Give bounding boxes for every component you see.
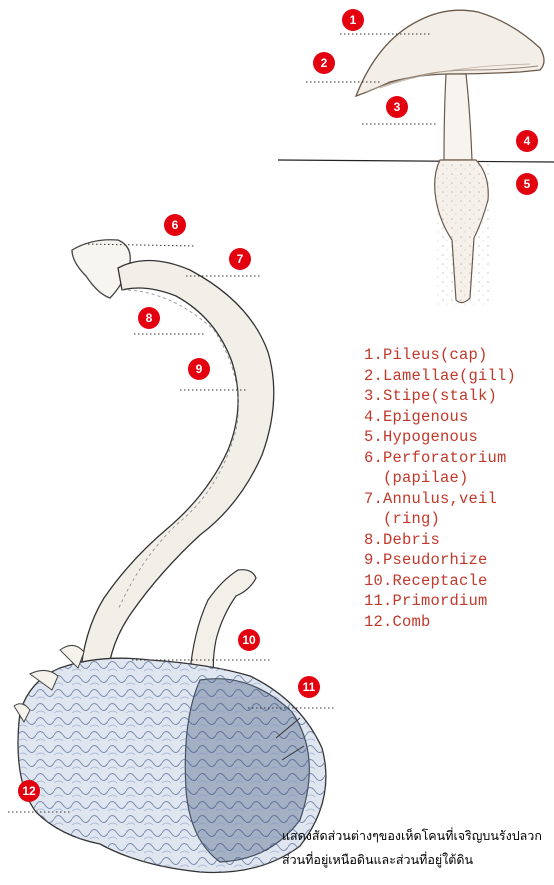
marker-10: 10 [238,629,260,651]
receptacle-stalk [190,570,256,678]
legend-item: 1.Pileus(cap) [364,345,516,366]
marker-5: 5 [516,173,538,195]
marker-12: 12 [18,780,40,802]
stipe [444,74,472,160]
marker-9: 9 [188,358,210,380]
pseudorhize [80,260,274,678]
parts-legend: 1.Pileus(cap) 2.Lamellae(gill) 3.Stipe(s… [364,345,516,632]
marker-3: 3 [386,96,408,118]
marker-7: 7 [229,248,251,270]
diagram-caption: แสดงสัดส่วนต่างๆของเห็ดโคนที่เจริญบนรังป… [282,824,552,872]
legend-item: 9.Pseudorhize [364,550,516,571]
legend-item: 2.Lamellae(gill) [364,366,516,387]
caption-line-2: ส่วนที่อยู่เหนือดินและส่วนที่อยู่ใต้ดิน [282,848,552,872]
legend-item: 12.Comb [364,612,516,633]
legend-item: 10.Receptacle [364,571,516,592]
legend-item: (ring) [364,509,516,530]
caption-line-1: แสดงสัดส่วนต่างๆของเห็ดโคนที่เจริญบนรังป… [282,824,552,848]
marker-11: 11 [298,676,320,698]
ground-line [278,160,554,162]
legend-item: 7.Annulus,veil [364,489,516,510]
legend-item: 5.Hypogenous [364,427,516,448]
marker-8: 8 [138,307,160,329]
legend-item: 4.Epigenous [364,407,516,428]
lower-mushroom [14,240,326,873]
marker-6: 6 [164,214,186,236]
marker-1: 1 [342,9,364,31]
marker-4: 4 [516,130,538,152]
legend-item: (papilae) [364,468,516,489]
marker-2: 2 [313,52,335,74]
legend-item: 8.Debris [364,530,516,551]
legend-item: 3.Stipe(stalk) [364,386,516,407]
legend-item: 11.Primordium [364,591,516,612]
legend-item: 6.Perforatorium [364,448,516,469]
